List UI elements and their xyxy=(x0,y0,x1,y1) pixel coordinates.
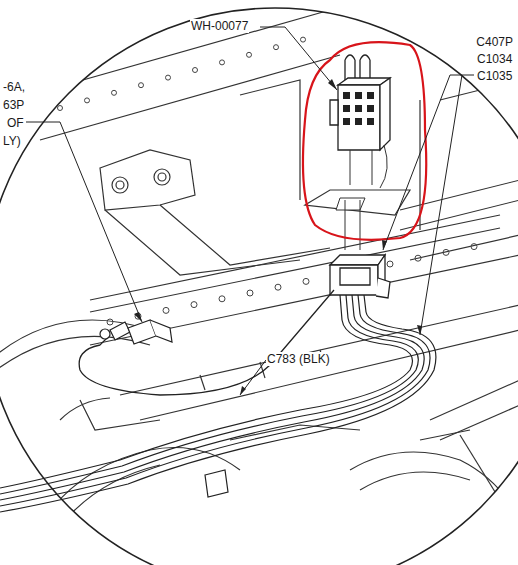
part-number: WH-00077 xyxy=(190,19,249,33)
connector-name: C407P xyxy=(475,35,514,49)
connector-name: C1035 xyxy=(476,69,513,83)
part-note: LY) xyxy=(2,134,22,148)
part-note: 63P xyxy=(2,98,25,112)
rivet-hole xyxy=(275,284,281,290)
rivet-hole xyxy=(193,68,198,73)
rivet-hole xyxy=(247,52,252,57)
rivet-hole xyxy=(303,278,309,284)
rivet-hole xyxy=(85,98,90,103)
connector-name: C1034 xyxy=(476,52,513,66)
part-note: -6A, xyxy=(2,80,26,94)
rivet-hole xyxy=(58,106,63,111)
rivet-hole xyxy=(219,296,225,302)
rivet-hole xyxy=(166,75,171,80)
rivet-hole xyxy=(107,319,113,325)
rivet-hole xyxy=(112,90,117,95)
rivet-hole xyxy=(191,302,197,308)
rivet-hole xyxy=(301,37,306,42)
part-note: OF xyxy=(6,116,25,130)
wire-label: C783 (BLK) xyxy=(266,352,331,366)
rivet-hole xyxy=(387,261,393,267)
rivet-hole xyxy=(415,255,421,261)
rivet-hole xyxy=(139,83,144,88)
rivet-hole xyxy=(220,60,225,65)
rivet-hole xyxy=(471,244,477,250)
rivet-hole xyxy=(274,45,279,50)
rivet-hole xyxy=(163,307,169,313)
rivet-hole xyxy=(443,249,449,255)
rivet-hole xyxy=(247,290,253,296)
